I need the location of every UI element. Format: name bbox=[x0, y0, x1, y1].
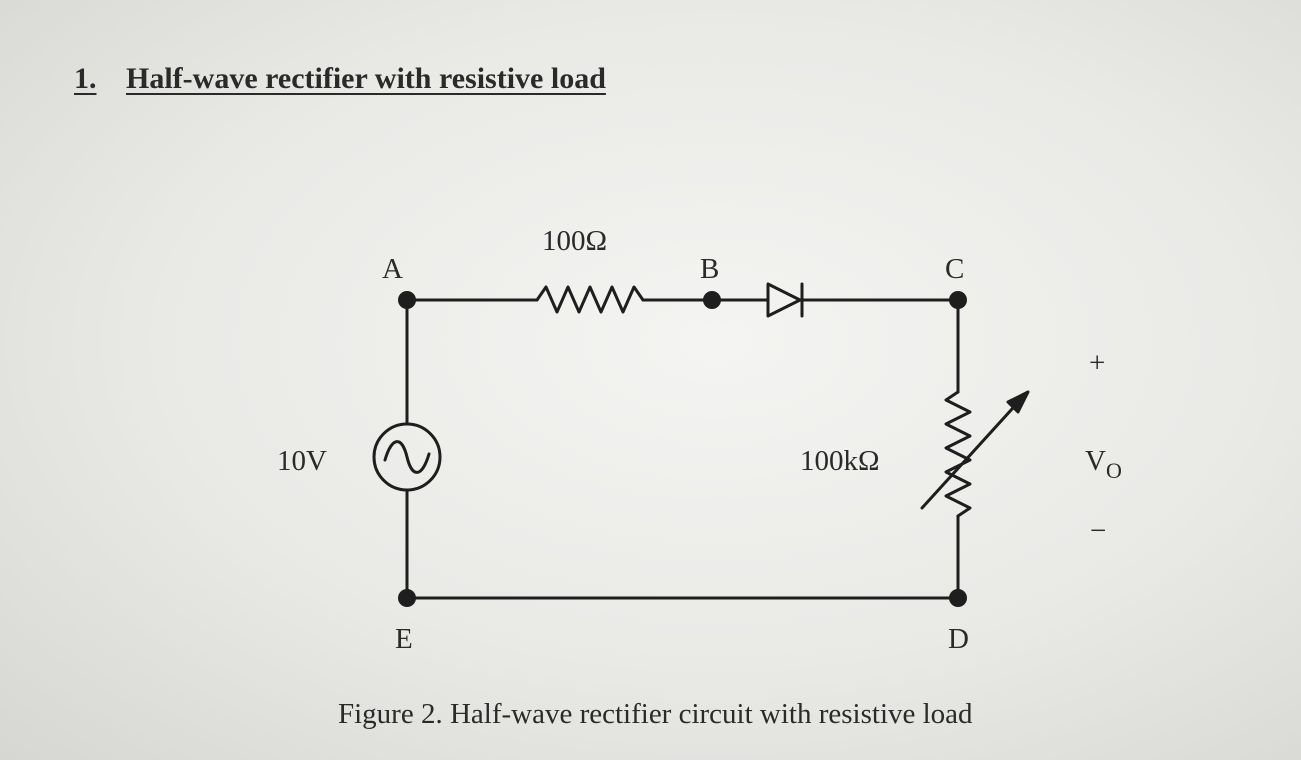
output-voltage-label: VO bbox=[1085, 445, 1122, 483]
variable-arrow bbox=[920, 396, 1024, 510]
source-label: 10V bbox=[277, 445, 327, 477]
output-voltage-symbol: V bbox=[1085, 445, 1106, 477]
section-number: 1. bbox=[74, 62, 97, 95]
section-title: Half-wave rectifier with resistive load bbox=[126, 62, 606, 95]
node-e-dot bbox=[398, 589, 416, 607]
diode bbox=[766, 282, 804, 318]
series-resistor-label: 100Ω bbox=[542, 225, 607, 257]
node-c-dot bbox=[949, 291, 967, 309]
load-resistor bbox=[944, 390, 972, 518]
load-resistor-label: 100kΩ bbox=[800, 445, 880, 477]
node-b-label: B bbox=[700, 253, 719, 285]
node-e-label: E bbox=[395, 623, 413, 655]
series-resistor bbox=[535, 285, 645, 314]
ac-sine-icon bbox=[383, 440, 431, 474]
output-minus: − bbox=[1090, 515, 1106, 547]
variable-arrowhead bbox=[1006, 390, 1030, 414]
node-d-dot bbox=[949, 589, 967, 607]
section-heading: 1. Half-wave rectifier with resistive lo… bbox=[74, 62, 606, 96]
node-b-dot bbox=[703, 291, 721, 309]
figure-caption: Figure 2. Half-wave rectifier circuit wi… bbox=[338, 698, 973, 730]
node-a-label: A bbox=[382, 253, 403, 285]
node-d-label: D bbox=[948, 623, 969, 655]
output-plus: + bbox=[1089, 347, 1105, 379]
node-a-dot bbox=[398, 291, 416, 309]
output-voltage-subscript: O bbox=[1106, 458, 1122, 483]
node-c-label: C bbox=[945, 253, 964, 285]
